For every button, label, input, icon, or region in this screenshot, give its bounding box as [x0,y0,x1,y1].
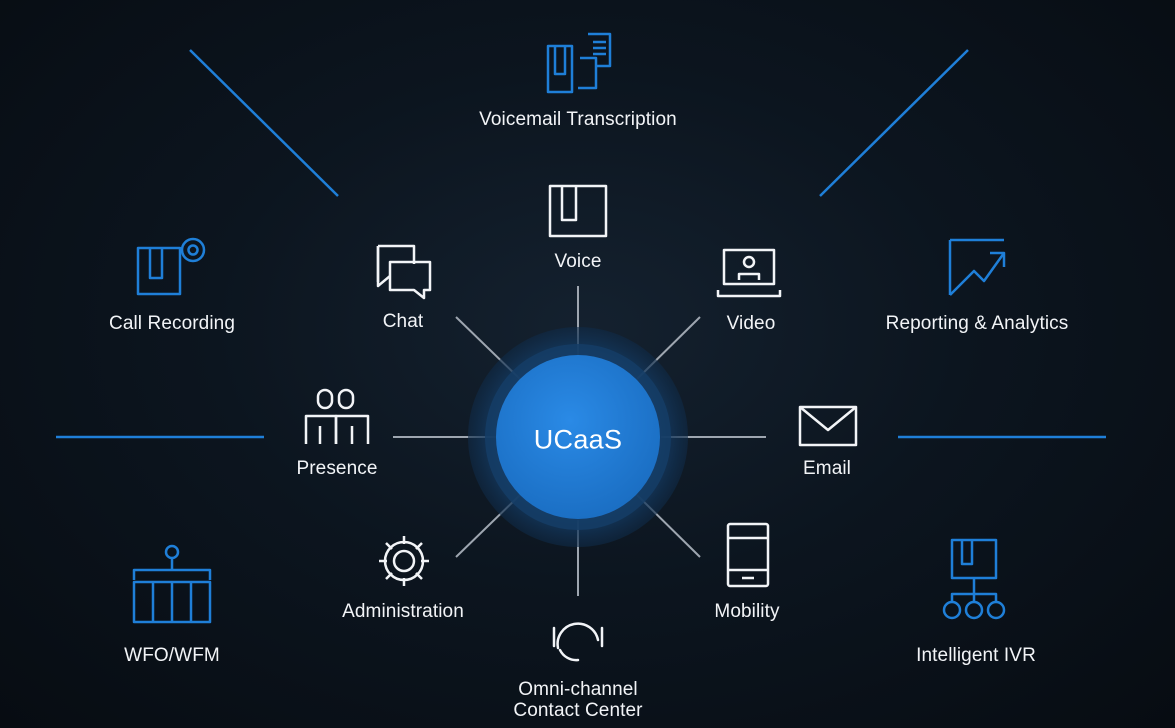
workforce-icon [132,544,212,624]
label-voicemail-transcription: Voicemail Transcription [479,109,677,130]
phone-icon [548,184,608,238]
label-presence: Presence [296,458,378,479]
label-omni-channel-contact-center: Omni-channel Contact Center [513,679,643,721]
hub-label: UCaaS [533,424,623,455]
blue-line-top-left [189,49,339,197]
gear-icon [379,536,429,586]
smartphone-icon [726,522,770,588]
laptop-video-icon [716,248,782,298]
headset-icon [552,622,604,662]
hub-core [496,355,660,519]
label-chat: Chat [382,311,424,332]
decorative-blue-lines [56,49,1106,439]
trend-arrow-icon [948,238,1006,296]
hub [468,327,688,547]
envelope-icon [798,405,858,447]
chat-bubbles-icon [376,244,432,300]
label-email: Email [802,458,852,479]
label-call-recording: Call Recording [108,313,236,334]
people-icon [304,388,370,444]
label-video: Video [726,313,776,334]
voicemail-transcription-icon [546,32,612,94]
label-administration: Administration [342,601,464,622]
label-reporting-analytics: Reporting & Analytics [885,313,1069,334]
blue-line-top-right [819,49,969,197]
call-recording-icon [136,237,206,296]
label-intelligent-ivr: Intelligent IVR [916,645,1036,666]
ivr-tree-icon [942,538,1006,620]
label-mobility: Mobility [714,601,780,622]
label-wfo-wfm: WFO/WFM [124,645,220,666]
label-voice: Voice [554,251,602,272]
